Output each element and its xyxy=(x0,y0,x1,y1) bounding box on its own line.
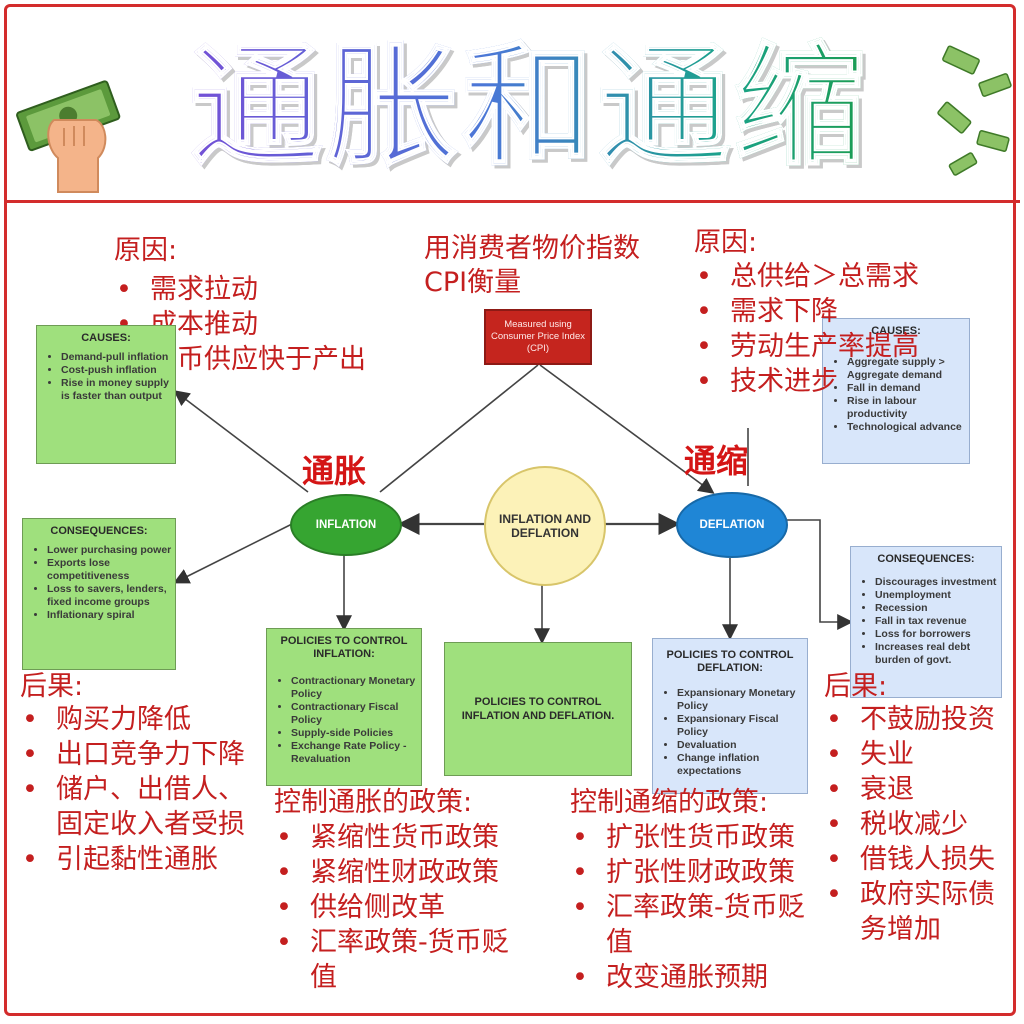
deflation-consequences-cn-list: 不鼓励投资 失业 衰退 税收减少 借钱人损失 政府实际债务增加 xyxy=(822,702,1012,947)
list-item: 汇率政策-货币贬值 xyxy=(272,925,534,995)
list-item: Unemployment xyxy=(875,589,1001,602)
list-item: Loss for borrowers xyxy=(875,628,1001,641)
cpi-cn-line1: 用消费者物价指数 xyxy=(424,233,640,264)
list-item: Discourages investment xyxy=(875,576,1001,589)
box-title: CONSEQUENCES: xyxy=(877,553,975,565)
list-item: 借钱人损失 xyxy=(822,842,1012,877)
list-item: 储户、出借人、固定收入者受损 xyxy=(18,772,268,842)
inflation-policies-cn-list: 紧缩性货币政策 紧缩性财政政策 供给侧改革 汇率政策-货币贬值 xyxy=(272,820,534,995)
list-item: Exchange Rate Policy - Revaluation xyxy=(291,740,421,766)
inflation-to-consequences-arrow xyxy=(173,523,293,584)
cpi-to-deflation-line xyxy=(539,364,715,494)
deflation-consequences-box: CONSEQUENCES: Discourages investment Une… xyxy=(850,546,1002,698)
list-item: Contractionary Monetary Policy xyxy=(291,675,421,701)
box-title: POLICIES TO CONTROL INFLATION AND DEFLAT… xyxy=(461,696,615,722)
money-hand-icon xyxy=(16,80,121,193)
list-item: 紧缩性货币政策 xyxy=(272,820,534,855)
list-item: 技术进步 xyxy=(692,364,919,399)
inflation-causes-heading: 原因: xyxy=(114,235,178,266)
inflation-causes-box: CAUSES: Demand-pull inflation Cost-push … xyxy=(36,325,176,464)
box-title: CAUSES: xyxy=(81,332,131,344)
list-item: 扩张性财政政策 xyxy=(568,855,818,890)
list-item: Exports lose competitiveness xyxy=(47,557,175,583)
list-item: Increases real debt burden of govt. xyxy=(875,641,1001,667)
box-list: Demand-pull inflation Cost-push inflatio… xyxy=(37,351,175,403)
list-item: 失业 xyxy=(822,737,1012,772)
list-item: 需求下降 xyxy=(692,294,919,329)
flying-money-icon xyxy=(937,45,1012,176)
list-item: 购买力降低 xyxy=(18,702,268,737)
list-item: 紧缩性财政政策 xyxy=(272,855,534,890)
list-item: 供给侧改革 xyxy=(272,890,534,925)
list-item: Expansionary Fiscal Policy xyxy=(677,713,807,739)
box-list: Lower purchasing power Exports lose comp… xyxy=(23,544,175,622)
list-item: 税收减少 xyxy=(822,807,1012,842)
center-node: INFLATION AND DEFLATION xyxy=(484,466,606,586)
list-item: 政府实际债务增加 xyxy=(822,877,1012,947)
list-item: 出口竞争力下降 xyxy=(18,737,268,772)
inflation-to-causes-arrow xyxy=(173,390,309,493)
list-item: Supply-side Policies xyxy=(291,727,421,740)
inflation-cn-label: 通胀 xyxy=(302,452,367,490)
cpi-cn-label: 用消费者物价指数 CPI衡量 xyxy=(424,232,640,300)
deflation-to-consequences-arrow xyxy=(780,519,854,630)
list-item: 总供给＞总需求 xyxy=(692,259,919,294)
center-policies-box: POLICIES TO CONTROL INFLATION AND DEFLAT… xyxy=(444,642,632,776)
list-item: Inflationary spiral xyxy=(47,609,175,622)
cpi-cn-line2: CPI衡量 xyxy=(424,267,522,298)
list-item: 引起黏性通胀 xyxy=(18,842,268,877)
inflation-consequences-cn-list: 购买力降低 出口竞争力下降 储户、出借人、固定收入者受损 引起黏性通胀 xyxy=(18,702,268,877)
list-item: Rise in money supply is faster than outp… xyxy=(61,377,175,403)
list-item: 不鼓励投资 xyxy=(822,702,1012,737)
list-item: 需求拉动 xyxy=(112,272,366,307)
box-title: POLICIES TO CONTROL DEFLATION: xyxy=(666,649,794,674)
list-item: Recession xyxy=(875,602,1001,615)
page-title: 通胀和通缩 xyxy=(140,22,920,192)
inflation-node: INFLATION xyxy=(290,494,402,556)
list-item: Lower purchasing power xyxy=(47,544,175,557)
list-item: 劳动生产率提高 xyxy=(692,329,919,364)
cpi-box: Measured using Consumer Price Index (CPI… xyxy=(484,309,592,365)
box-list: Expansionary Monetary Policy Expansionar… xyxy=(653,687,807,778)
deflation-causes-heading: 原因: xyxy=(694,227,758,258)
inflation-policies-box: POLICIES TO CONTROL INFLATION: Contracti… xyxy=(266,628,422,786)
deflation-policies-heading: 控制通缩的政策: xyxy=(570,787,769,818)
list-item: 改变通胀预期 xyxy=(568,960,818,995)
list-item: Change inflation expectations xyxy=(677,752,807,778)
deflation-consequences-heading: 后果: xyxy=(824,671,888,702)
list-item: Loss to savers, lenders, fixed income gr… xyxy=(47,583,175,609)
list-item: Expansionary Monetary Policy xyxy=(677,687,807,713)
title-divider xyxy=(4,200,1020,203)
list-item: Demand-pull inflation xyxy=(61,351,175,364)
inflation-consequences-box: CONSEQUENCES: Lower purchasing power Exp… xyxy=(22,518,176,670)
inflation-policies-heading: 控制通胀的政策: xyxy=(274,787,473,818)
poster-frame xyxy=(4,4,1016,1016)
box-list: Contractionary Monetary Policy Contracti… xyxy=(267,675,421,766)
list-item: 扩张性货币政策 xyxy=(568,820,818,855)
deflation-policies-box: POLICIES TO CONTROL DEFLATION: Expansion… xyxy=(652,638,808,794)
list-item: 衰退 xyxy=(822,772,1012,807)
deflation-causes-cn-list: 总供给＞总需求 需求下降 劳动生产率提高 技术进步 xyxy=(692,259,919,399)
deflation-cn-label: 通缩 xyxy=(684,442,749,480)
list-item: 汇率政策-货币贬值 xyxy=(568,890,818,960)
deflation-policies-cn-list: 扩张性货币政策 扩张性财政政策 汇率政策-货币贬值 改变通胀预期 xyxy=(568,820,818,995)
cpi-to-inflation-line xyxy=(379,364,539,493)
box-title: CONSEQUENCES: xyxy=(50,525,148,537)
inflation-consequences-heading: 后果: xyxy=(20,671,84,702)
box-title: POLICIES TO CONTROL INFLATION: xyxy=(280,635,408,660)
deflation-node: DEFLATION xyxy=(676,492,788,558)
box-list: Discourages investment Unemployment Rece… xyxy=(851,576,1001,667)
list-item: Contractionary Fiscal Policy xyxy=(291,701,421,727)
list-item: Cost-push inflation xyxy=(61,364,175,377)
list-item: Fall in tax revenue xyxy=(875,615,1001,628)
list-item: Devaluation xyxy=(677,739,807,752)
